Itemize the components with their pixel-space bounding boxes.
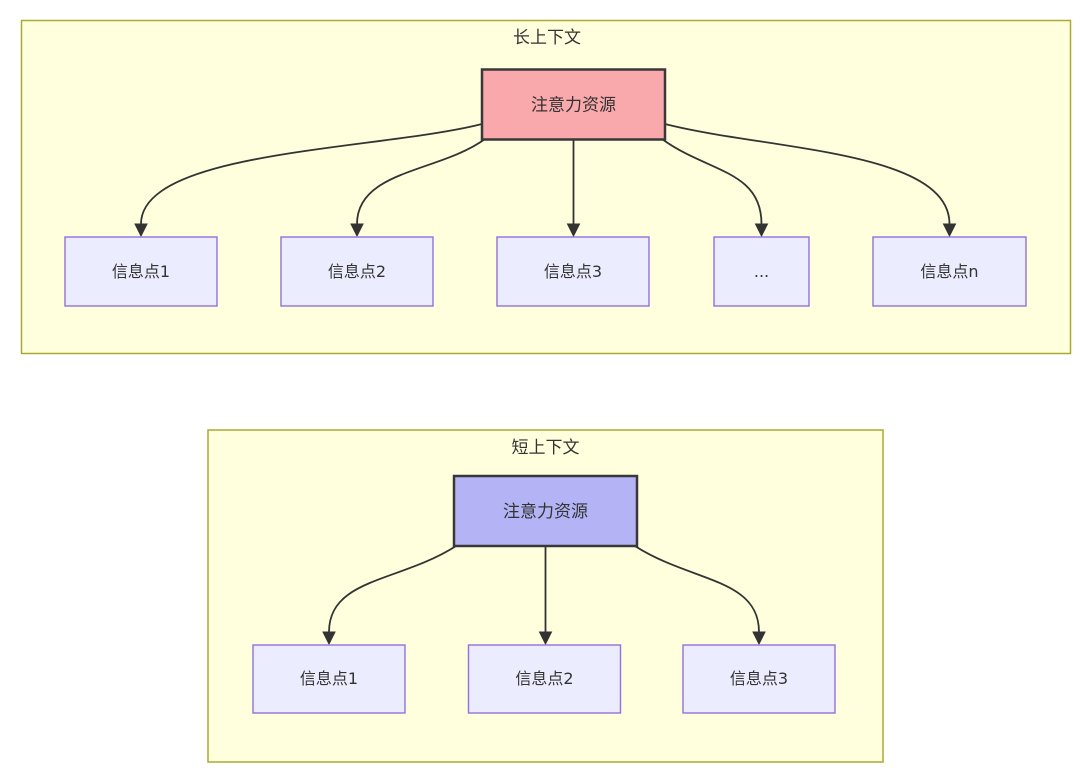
edge-short-2 bbox=[538, 546, 553, 646]
attention-long-box bbox=[480, 68, 667, 141]
attention-short-box bbox=[452, 474, 639, 548]
edge-short-3 bbox=[634, 545, 766, 646]
edge-short-3-line bbox=[634, 545, 760, 633]
info-long-n-label: 信息点n bbox=[920, 262, 978, 281]
node-info-short-2: 信息点2 bbox=[467, 644, 622, 714]
arrowhead bbox=[322, 631, 336, 646]
attention-short-label: 注意力资源 bbox=[503, 502, 588, 522]
info-long-1-label: 信息点1 bbox=[112, 262, 170, 281]
short-context-cluster: 短上下文 注意力资源 信息点1 信息点2 信息 bbox=[207, 429, 884, 763]
edge-long-2 bbox=[350, 138, 486, 238]
info-short-3-label: 信息点3 bbox=[730, 669, 788, 688]
long-context-title: 长上下文 bbox=[513, 28, 581, 48]
info-long-1-box bbox=[64, 236, 218, 307]
arrowhead bbox=[350, 223, 364, 238]
node-attention-long: 注意力资源 bbox=[480, 68, 667, 141]
long-context-cluster: 长上下文 注意力资源 信息点1 bbox=[20, 19, 1072, 355]
info-long-ellipsis-box bbox=[713, 236, 810, 307]
info-long-3-box bbox=[496, 236, 650, 307]
info-long-3-label: 信息点3 bbox=[544, 262, 602, 281]
edge-long-1-line bbox=[140, 123, 483, 225]
edge-long-3 bbox=[566, 139, 581, 238]
info-long-n-box bbox=[872, 236, 1027, 307]
arrowhead bbox=[752, 631, 766, 646]
info-long-ellipsis-label: ... bbox=[754, 262, 769, 281]
edge-long-5-line bbox=[664, 123, 951, 225]
node-info-long-1: 信息点1 bbox=[64, 236, 218, 307]
info-short-3-box bbox=[682, 644, 836, 714]
arrowhead bbox=[754, 223, 769, 238]
node-info-long-3: 信息点3 bbox=[496, 236, 650, 307]
info-long-2-label: 信息点2 bbox=[328, 262, 386, 281]
arrowhead bbox=[566, 223, 581, 238]
info-short-1-box bbox=[252, 644, 406, 714]
edge-short-1 bbox=[322, 545, 457, 646]
edge-long-5 bbox=[664, 123, 957, 238]
info-short-1-label: 信息点1 bbox=[300, 669, 358, 688]
edge-long-2-line bbox=[356, 138, 486, 225]
node-info-long-n: 信息点n bbox=[872, 236, 1027, 307]
info-short-2-box bbox=[467, 644, 622, 714]
attention-long-label: 注意力资源 bbox=[531, 96, 616, 116]
arrowhead bbox=[538, 631, 553, 646]
arrowhead bbox=[134, 223, 148, 238]
info-short-2-label: 信息点2 bbox=[515, 669, 573, 688]
node-info-long-2: 信息点2 bbox=[280, 236, 434, 307]
short-context-title: 短上下文 bbox=[512, 438, 580, 458]
edge-long-4 bbox=[661, 138, 769, 238]
node-info-short-1: 信息点1 bbox=[252, 644, 406, 714]
edge-short-1-line bbox=[328, 545, 457, 633]
arrowhead bbox=[942, 223, 957, 238]
edge-long-1 bbox=[134, 123, 483, 238]
node-attention-short: 注意力资源 bbox=[452, 474, 639, 548]
node-info-long-ellipsis: ... bbox=[713, 236, 810, 307]
edge-long-4-line bbox=[661, 138, 763, 225]
info-long-2-box bbox=[280, 236, 434, 307]
node-info-short-3: 信息点3 bbox=[682, 644, 836, 714]
